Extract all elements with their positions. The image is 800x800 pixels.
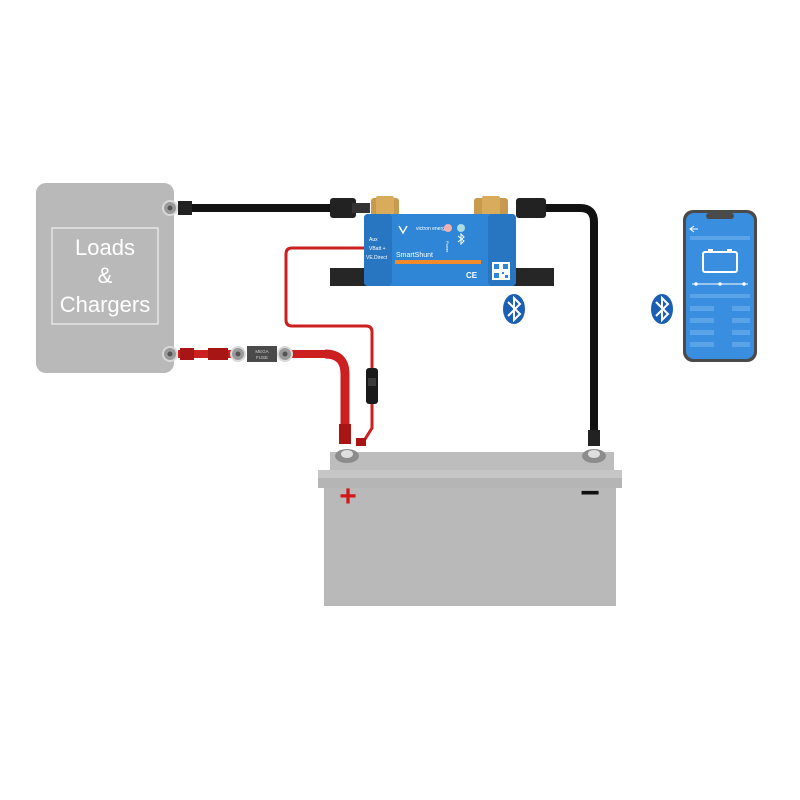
ampersand-label: & [98,263,113,288]
led-label: Power [445,241,450,253]
terminal-aux-label: Aux [369,237,378,243]
terminal-vbatt-label: VBatt + [369,246,386,252]
status-led-left [444,224,452,232]
terminal-vedirect-label: VE.Direct [366,255,388,261]
smartphone [683,210,757,362]
fuse-label-1: MEGA [255,349,268,354]
back-arrow-icon [689,225,698,233]
battery: + − [318,449,622,606]
bluetooth-icon [503,294,525,324]
negative-cable-shunt-to-battery [516,198,600,446]
loads-negative-terminal [162,200,178,216]
battery-negative-terminal [582,449,606,463]
fuse-label-2: FUSE [256,355,268,360]
minus-symbol: − [580,474,600,512]
loads-chargers-box: Loads & Chargers [36,183,174,373]
qr-code-icon [492,262,510,280]
bluetooth-icon [651,294,673,324]
loads-label: Loads [75,235,135,260]
plus-symbol: + [339,480,357,513]
ce-mark: CE [466,271,478,280]
smartshunt: Aux VBatt + VE.Direct victron energy Pow… [330,196,554,286]
mega-fuse: MEGA FUSE [230,346,293,362]
victron-logo-icon [398,225,408,235]
battery-icon [702,249,738,273]
orange-stripe [395,260,481,264]
negative-cable-loads-to-shunt [178,198,370,218]
model-label: SmartShunt [396,252,433,259]
status-led-right [457,224,465,232]
vbatt-sense-wire [284,246,378,446]
battery-positive-terminal [335,449,359,463]
brand-label: victron energy [416,226,448,232]
loads-positive-terminal [162,346,178,362]
positive-cable [178,348,351,444]
chargers-label: Chargers [60,292,150,317]
bluetooth-icon [457,232,465,246]
